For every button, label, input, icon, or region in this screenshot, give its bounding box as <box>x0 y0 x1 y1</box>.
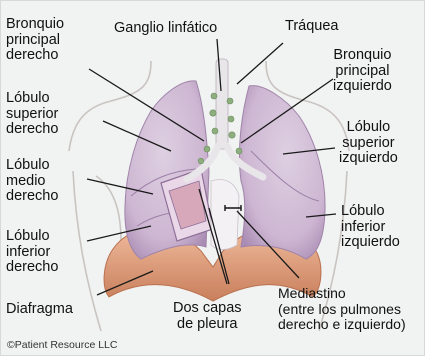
label-left-lower-lobe: Lóbulo inferior izquierdo <box>341 204 400 251</box>
label-right-lower-lobe: Lóbulo inferior derecho <box>6 229 58 276</box>
label-left-upper-lobe: Lóbulo superior izquierdo <box>339 120 398 167</box>
label-diaphragm: Diafragma <box>6 302 73 318</box>
label-right-middle-lobe: Lóbulo medio derecho <box>6 158 58 205</box>
label-right-main-bronchus: Bronquio principal derecho <box>6 17 64 64</box>
label-trachea: Tráquea <box>285 19 338 35</box>
label-lymph-node: Ganglio linfático <box>114 21 217 37</box>
label-two-pleural-layers: Dos capas de pleura <box>173 301 242 332</box>
label-mediastinum: Mediastino (entre los pulmones derecho e… <box>278 286 406 333</box>
mediastinum-shape <box>211 180 239 250</box>
copyright-credit: ©Patient Resource LLC <box>7 339 117 351</box>
label-right-upper-lobe: Lóbulo superior derecho <box>6 91 58 138</box>
label-left-main-bronchus: Bronquio principal izquierdo <box>333 48 392 95</box>
